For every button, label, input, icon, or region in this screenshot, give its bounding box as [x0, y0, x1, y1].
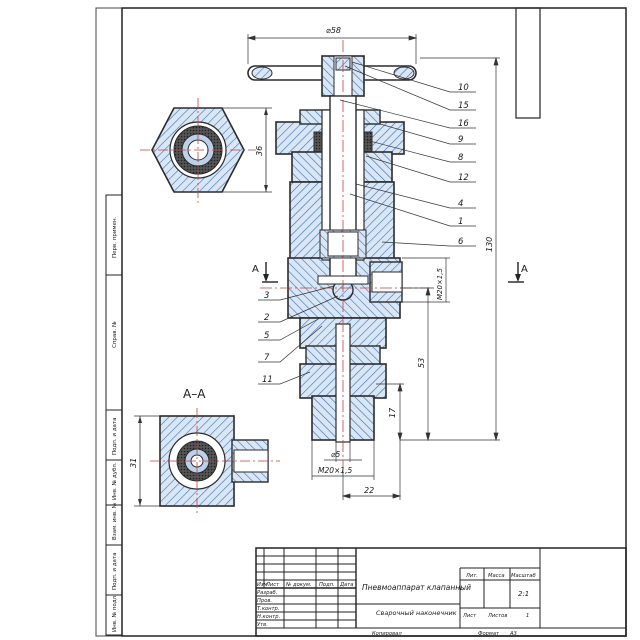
stamp-text: Инв. № подл.: [112, 594, 118, 632]
stamp-text: Перв. примен.: [112, 216, 118, 258]
tb-lit-label: Лит.: [465, 573, 478, 579]
drawing-title: Пневмоаппарат клапанный: [362, 583, 471, 592]
left-stamp-texts: Перв. примен. Справ. № Подп. и дата Инв.…: [112, 216, 118, 632]
hex-size-dimension: 36: [255, 146, 264, 156]
tb-row-label: Пров.: [257, 598, 272, 604]
tb-mass-label: Масса: [488, 573, 505, 579]
main-section-view: [247, 40, 430, 470]
bore-label: ⌀5: [331, 450, 341, 459]
tb-row-label: Н.контр.: [257, 614, 280, 620]
tb-col-header: Подп.: [319, 582, 335, 588]
callout-number: 2: [264, 313, 269, 323]
cut-letter-left: A: [252, 264, 259, 275]
tb-col-header: Изм: [257, 582, 268, 588]
tb-col-header: № докум.: [285, 582, 312, 588]
stamp-text: Взам. инв. №: [112, 502, 118, 540]
dim-top-width: [246, 34, 418, 64]
cut-letter-right: A: [521, 264, 528, 275]
tb-scale-label: Масштаб: [511, 573, 536, 579]
overall-height-label: 130: [485, 237, 494, 252]
callout-number: 1: [458, 217, 463, 227]
title-block-texts: Изм Лист № докум. Подп. Дата Разраб. Про…: [257, 573, 536, 637]
tb-sheets-value: 1: [526, 613, 529, 619]
callouts-left: 3 2 5 7 11: [262, 291, 273, 385]
dim-side-thread: [402, 257, 450, 303]
dim-lower-height: [400, 286, 434, 442]
hex-top-view: [140, 98, 272, 204]
bottom-thread-label: M20×1,5: [318, 466, 352, 475]
callouts-right: 10 15 16 9 8 12 4 1 6: [458, 83, 469, 247]
callout-number: 8: [458, 153, 464, 163]
callout-leaders-left: [258, 285, 339, 385]
stamp-text: Справ. №: [112, 321, 118, 348]
callout-number: 15: [458, 101, 469, 111]
dim-bottom: [311, 440, 402, 500]
cut-mark-left: [262, 262, 278, 283]
stub-height-label: 17: [388, 407, 397, 418]
bottom-offset-label: 22: [364, 486, 374, 495]
left-stamp-column: [105, 194, 123, 636]
callout-number: 7: [264, 353, 270, 363]
tb-row-label: Т.контр.: [257, 606, 279, 612]
section-label: А–А: [183, 387, 206, 401]
callout-number: 11: [262, 375, 273, 385]
tb-format-value: А3: [509, 631, 517, 637]
section-aa-view: [134, 408, 280, 514]
tb-sheets-label: Листов: [487, 613, 507, 619]
stamp-text: Подп. и дата: [112, 418, 118, 455]
callout-leaders-right: [339, 61, 476, 247]
tb-format: Формат: [478, 631, 500, 637]
callout-number: 12: [458, 173, 469, 183]
stamp-text: Инв. № дубл.: [112, 462, 118, 500]
tb-row-label: Утв.: [257, 622, 268, 628]
callout-number: 10: [458, 83, 469, 93]
tb-copied: Копировал: [372, 631, 402, 637]
top-width-label: ⌀58: [326, 26, 341, 35]
section-height-label: 31: [129, 458, 138, 468]
tb-sheet-label: Лист: [462, 613, 477, 619]
tb-row-label: Разраб.: [257, 590, 277, 596]
tb-col-header: Дата: [339, 582, 353, 588]
callout-number: 5: [264, 331, 269, 341]
callout-number: 16: [458, 119, 469, 129]
lower-height-label: 53: [417, 358, 426, 368]
corner-stamp: [515, 7, 541, 119]
callout-number: 6: [458, 237, 464, 247]
dim-stub-height: [376, 382, 404, 442]
title-block: [255, 547, 627, 637]
callout-number: 3: [264, 291, 269, 301]
tb-scale-value: 2:1: [518, 590, 529, 598]
tb-col-header: Лист: [265, 582, 280, 588]
dim-overall-height: [400, 56, 500, 442]
callout-number: 4: [458, 199, 463, 209]
side-thread-label: M20×1,5: [436, 268, 444, 300]
callout-number: 9: [458, 135, 463, 145]
stamp-text: Подп. и дата: [112, 553, 118, 590]
cut-mark-right: [508, 262, 524, 283]
drawing-subtitle: Сварочный наконечник: [376, 609, 457, 617]
